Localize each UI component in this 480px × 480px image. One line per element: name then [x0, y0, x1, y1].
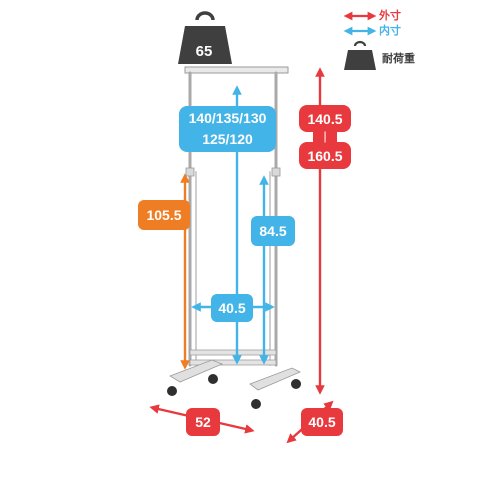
outer-depth-label-bg — [301, 408, 343, 436]
inner-rail-height-label-bg — [251, 216, 295, 246]
outer-height-separator: | — [323, 129, 327, 143]
bottom-bar-height-value: 105.5 — [146, 207, 182, 223]
legend-load-label: 耐荷重 — [382, 53, 415, 65]
inner-height-label-bg — [179, 106, 276, 152]
outer-height-label-bg — [299, 105, 351, 169]
legend-inner-label: 内寸 — [379, 25, 401, 37]
legend-outer-label: 外寸 — [379, 10, 401, 22]
legend-load: 耐荷重 — [382, 53, 415, 65]
inner-height-value-line1: 140/135/130 — [188, 110, 267, 126]
outer-width-label-bg — [186, 408, 220, 436]
legend-outer: 外寸 — [379, 10, 401, 22]
bottom-bar-height-label-bg — [138, 200, 190, 230]
outer-height-value-line2: 160.5 — [307, 147, 343, 164]
inner-width-label-bg — [211, 294, 253, 322]
outer-depth-value: 40.5 — [308, 414, 336, 430]
legend-weight-icon — [344, 40, 376, 70]
legend-inner: 内寸 — [379, 25, 401, 37]
inner-width-value: 40.5 — [218, 300, 246, 316]
weight-badge-icon — [178, 11, 232, 64]
weight-value: 65 — [195, 43, 213, 60]
inner-rail-height-value: 84.5 — [259, 223, 287, 239]
outer-width-value: 52 — [195, 414, 211, 430]
inner-height-value-line2: 125/120 — [202, 131, 253, 147]
outer-height-value-line1: 140.5 — [307, 110, 343, 127]
